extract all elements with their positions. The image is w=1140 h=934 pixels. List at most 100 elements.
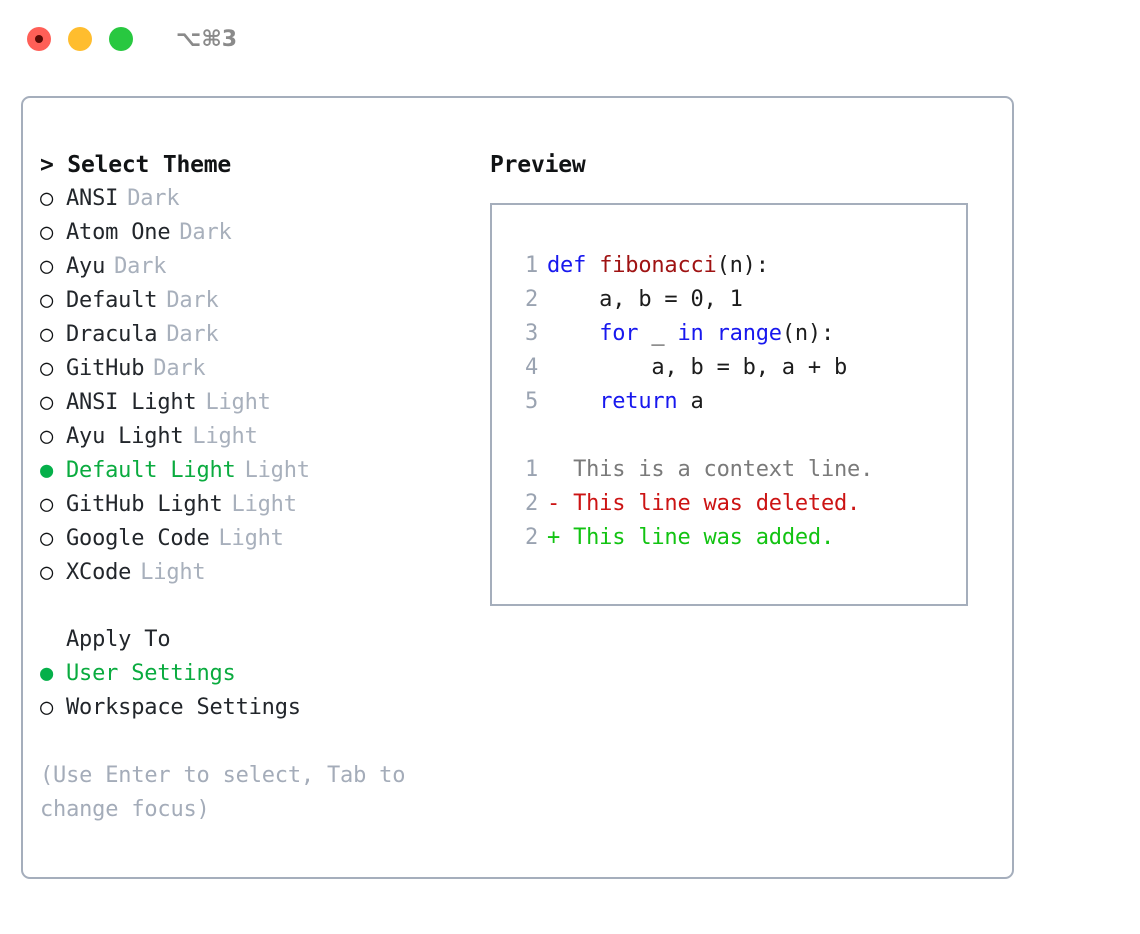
maximize-button[interactable] — [109, 27, 133, 51]
line-number: 2 — [524, 491, 538, 516]
code-token: a, b = b, a + b — [547, 355, 848, 380]
theme-option-kind: Dark — [114, 254, 167, 279]
code-text: for _ in range(n): — [547, 317, 834, 351]
apply-to-option-list[interactable]: ● User Settings ○Workspace Settings — [40, 657, 483, 725]
close-button[interactable] — [27, 27, 51, 51]
theme-option-kind: Light — [205, 390, 271, 415]
radio-unselected-icon: ○ — [40, 356, 54, 381]
code-text: a, b = 0, 1 — [547, 283, 743, 317]
line-number: 5 — [524, 389, 538, 414]
radio-unselected-icon: ○ — [40, 424, 54, 449]
minimize-button[interactable] — [68, 27, 92, 51]
apply-to-heading-marker: ○ — [40, 623, 66, 657]
code-text: return a — [547, 385, 704, 419]
radio-unselected-icon: ○ — [40, 560, 54, 585]
diff-line-ctx: 1 This is a context line. — [510, 453, 966, 487]
diff-line-add: 2 + This line was added. — [510, 521, 966, 555]
code-text: a, b = b, a + b — [547, 351, 847, 385]
radio-selected-icon: ● — [40, 458, 54, 483]
code-token: for — [599, 321, 639, 346]
code-line: 5 return a — [510, 385, 966, 419]
keyboard-shortcut-label: ⌥⌘3 — [176, 26, 238, 52]
theme-option-label: Ayu Light — [66, 424, 184, 449]
theme-option-kind: Dark — [166, 288, 219, 313]
theme-option-label: Default Light — [66, 458, 236, 483]
theme-option-xcode[interactable]: ○ XCode Light — [40, 556, 483, 590]
code-token: range — [716, 321, 782, 346]
diff-text: This is a context line. — [573, 457, 874, 482]
code-line: 2 a, b = 0, 1 — [510, 283, 966, 317]
code-token: (n): — [781, 321, 835, 346]
theme-option-dracula[interactable]: ○ Dracula Dark — [40, 318, 483, 352]
apply-to-option-label: User Settings — [66, 661, 236, 686]
line-number: 4 — [524, 355, 538, 380]
diff-sign — [547, 453, 573, 487]
theme-option-kind: Light — [218, 526, 284, 551]
theme-option-kind: Dark — [127, 186, 180, 211]
theme-option-label: Google Code — [66, 526, 210, 551]
theme-option-ansi-light[interactable]: ○ ANSI Light Light — [40, 386, 483, 420]
apply-to-option-workspace-settings[interactable]: ○Workspace Settings — [40, 691, 483, 725]
theme-option-label: Ayu — [66, 254, 106, 279]
line-number: 2 — [524, 287, 538, 312]
radio-unselected-icon: ○ — [40, 526, 54, 551]
diff-sign: + — [547, 525, 574, 550]
spacer — [40, 590, 483, 623]
radio-unselected-icon: ○ — [40, 322, 54, 347]
code-line: 4 a, b = b, a + b — [510, 351, 966, 385]
code-token — [547, 321, 599, 346]
theme-option-ayu-light[interactable]: ○ Ayu Light Light — [40, 420, 483, 454]
theme-option-label: Atom One — [66, 220, 171, 245]
theme-option-label: GitHub Light — [66, 492, 223, 517]
line-number: 3 — [524, 321, 538, 346]
theme-option-label: ANSI — [66, 186, 119, 211]
preview-heading: Preview — [490, 152, 586, 178]
code-token: fibonacci — [599, 253, 717, 278]
theme-option-kind: Dark — [179, 220, 232, 245]
code-token: in — [677, 321, 704, 346]
theme-option-kind: Light — [192, 424, 258, 449]
apply-to-heading: Apply To — [66, 627, 171, 652]
code-token — [547, 389, 599, 414]
code-token: _ — [638, 321, 678, 346]
apply-to-heading-row: ○ Apply To — [40, 623, 483, 657]
diff-line-del: 2- This line was deleted. — [510, 487, 966, 521]
radio-selected-icon: ● — [40, 661, 54, 686]
apply-to-option-label: Workspace Settings — [66, 695, 301, 720]
keyboard-hint: (Use Enter to select, Tab to change focu… — [40, 763, 406, 822]
line-number: 2 — [524, 525, 538, 550]
title-bar: ⌥⌘3 — [0, 0, 1140, 78]
close-icon — [35, 35, 43, 43]
radio-unselected-icon: ○ — [40, 186, 54, 211]
theme-option-kind: Dark — [166, 322, 219, 347]
theme-option-label: ANSI Light — [66, 390, 197, 415]
theme-option-kind: Light — [140, 560, 206, 585]
theme-option-google-code[interactable]: ○ Google Code Light — [40, 522, 483, 556]
code-line: 3 for _ in range(n): — [510, 317, 966, 351]
radio-unselected-icon: ○ — [40, 390, 54, 415]
diff-sign: - — [547, 491, 574, 516]
theme-option-label: XCode — [66, 560, 132, 585]
theme-option-label: Dracula — [66, 322, 158, 347]
code-token: (n): — [716, 253, 769, 278]
theme-option-kind: Dark — [153, 356, 206, 381]
apply-to-option-user-settings[interactable]: ● User Settings — [40, 657, 483, 691]
code-token — [704, 321, 717, 346]
diff-text: This line was added. — [573, 525, 834, 550]
code-token: a, b = 0, 1 — [547, 287, 743, 312]
theme-option-ansi[interactable]: ○ ANSI Dark — [40, 182, 483, 216]
